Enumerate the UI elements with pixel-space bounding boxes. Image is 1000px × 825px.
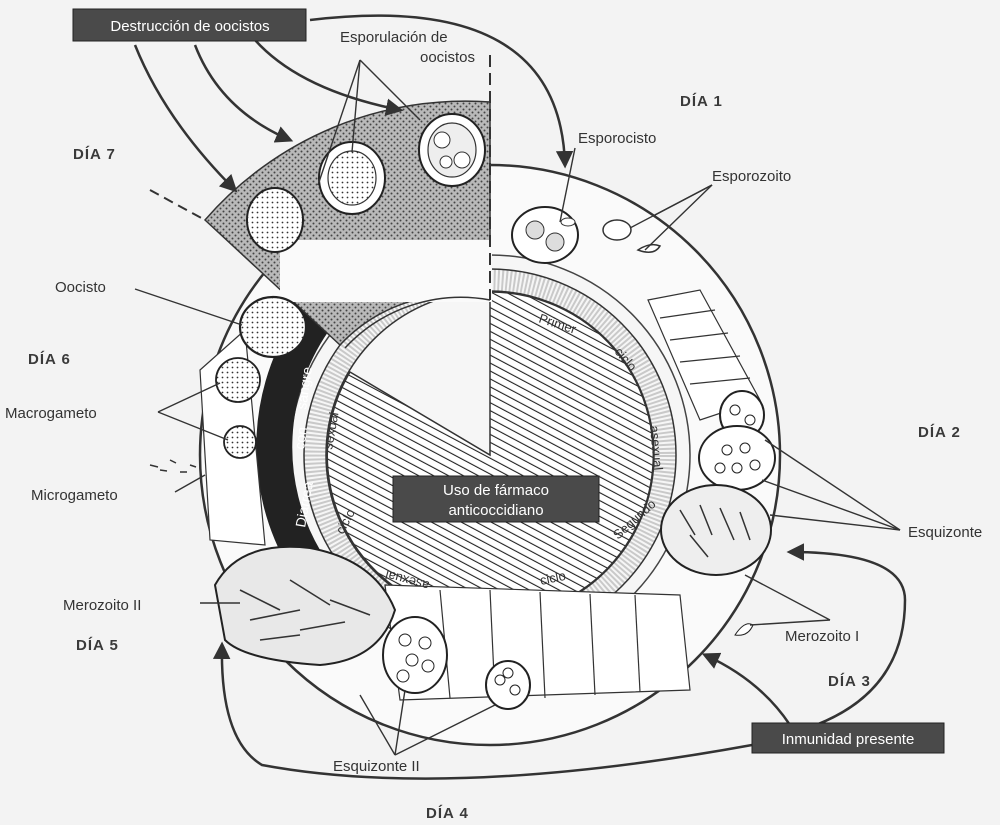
schizont-label: Esquizonte (908, 524, 982, 541)
arrows (133, 14, 907, 780)
diarrhea-label: Diarrea (292, 480, 316, 528)
day-6-label: DÍA 6 (28, 351, 71, 368)
merozoite-ii-label: Merozoito II (63, 597, 141, 614)
ring-ciclo-2-label: ciclo (539, 568, 568, 588)
anticoccidial-drug-box: Uso de fármaco anticoccidiano (392, 475, 600, 523)
schizonts-day2 (660, 390, 776, 636)
sporulation-label-line1: Esporulación de (340, 29, 448, 46)
svg-text:anticoccidiano: anticoccidiano (448, 502, 543, 519)
pointer-lines (134, 59, 901, 756)
schizonts-day4 (382, 616, 531, 710)
sporulation-label-line2: oocistos (420, 49, 475, 66)
diarrhea-sangre-label: sangre (293, 366, 315, 411)
day-1-label: DÍA 1 (680, 93, 723, 110)
svg-text:Uso de fármaco: Uso de fármaco (443, 482, 549, 499)
svg-text:Inmunidad presente: Inmunidad presente (782, 731, 915, 748)
oocyst-label: Oocisto (55, 279, 106, 296)
microgamete-label: Microgameto (31, 487, 118, 504)
sporocyst-label: Esporocisto (578, 130, 656, 147)
schizont-ii-label: Esquizonte II (333, 758, 420, 775)
sporulating-oocysts (246, 113, 486, 253)
day-4-label: DÍA 4 (426, 805, 469, 822)
merozoite-i-label: Merozoito I (785, 628, 859, 645)
ring-sexual-label: sexual (320, 411, 341, 451)
oocyst-destruction-box: Destrucción de oocistos (72, 8, 307, 42)
sector-clear (280, 240, 492, 302)
day-3-label: DÍA 3 (828, 673, 871, 690)
day-2-label: DÍA 2 (918, 424, 961, 441)
svg-text:Destrucción de oocistos: Destrucción de oocistos (110, 18, 269, 35)
day-5-label: DÍA 5 (76, 637, 119, 654)
ring-asexual-1-label: asexual (647, 425, 666, 471)
immunity-box: Inmunidad presente (751, 722, 945, 754)
macrogamete-label: Macrogameto (5, 405, 97, 422)
gametes (149, 295, 308, 473)
sporozoite-label: Esporozoito (712, 168, 791, 185)
diarrhea-con-label: con (291, 426, 310, 451)
merozoite-ii-mass (213, 545, 397, 667)
day1-sporocyst (511, 206, 662, 264)
day-7-label: DÍA 7 (73, 146, 116, 163)
